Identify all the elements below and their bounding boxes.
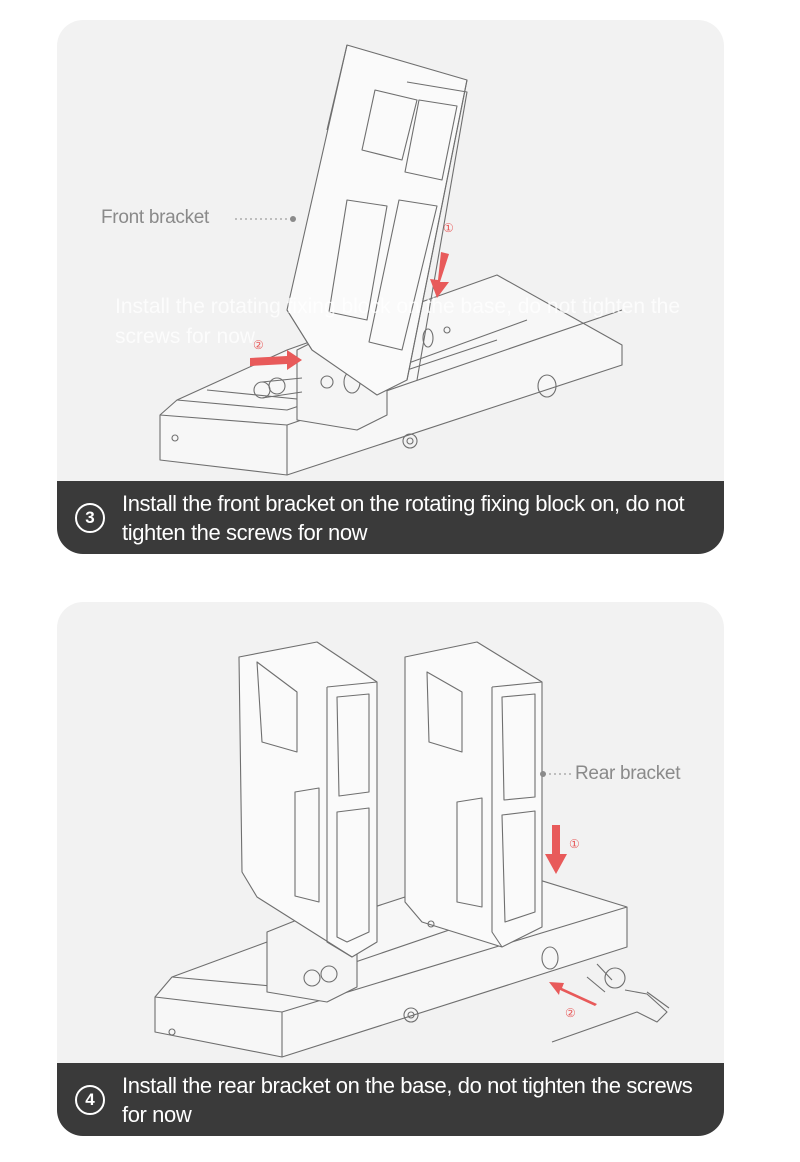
step-4-badge: 4: [75, 1084, 105, 1115]
step-marker-1: ①: [443, 221, 454, 235]
step-3-badge: 3: [75, 502, 105, 533]
front-bracket-label: Front bracket: [101, 207, 210, 228]
step-3-caption: Install the front bracket on the rotatin…: [122, 490, 685, 545]
front-bracket-assembly-illustration: [159, 44, 623, 476]
step-4-panel: Rear bracket ① ② 4 Install the rear brac…: [57, 602, 724, 1136]
ghost-instruction-text: Install the rotating fixing block on the…: [115, 295, 681, 348]
rear-bracket-assembly-illustration: [154, 641, 670, 1058]
step-4-caption-bar: 4 Install the rear bracket on the base, …: [57, 1063, 724, 1136]
step-marker-2: ②: [253, 338, 264, 352]
rear-bracket-label: Rear bracket: [575, 763, 681, 784]
step-3-panel: Front bracket ① ② Install the rotating f…: [57, 20, 724, 554]
step-marker-2: ②: [565, 1006, 576, 1020]
step-3-caption-bar: 3 Install the front bracket on the rotat…: [57, 481, 724, 554]
step-marker-1: ①: [569, 837, 580, 851]
step-4-caption: Install the rear bracket on the base, do…: [122, 1072, 693, 1127]
